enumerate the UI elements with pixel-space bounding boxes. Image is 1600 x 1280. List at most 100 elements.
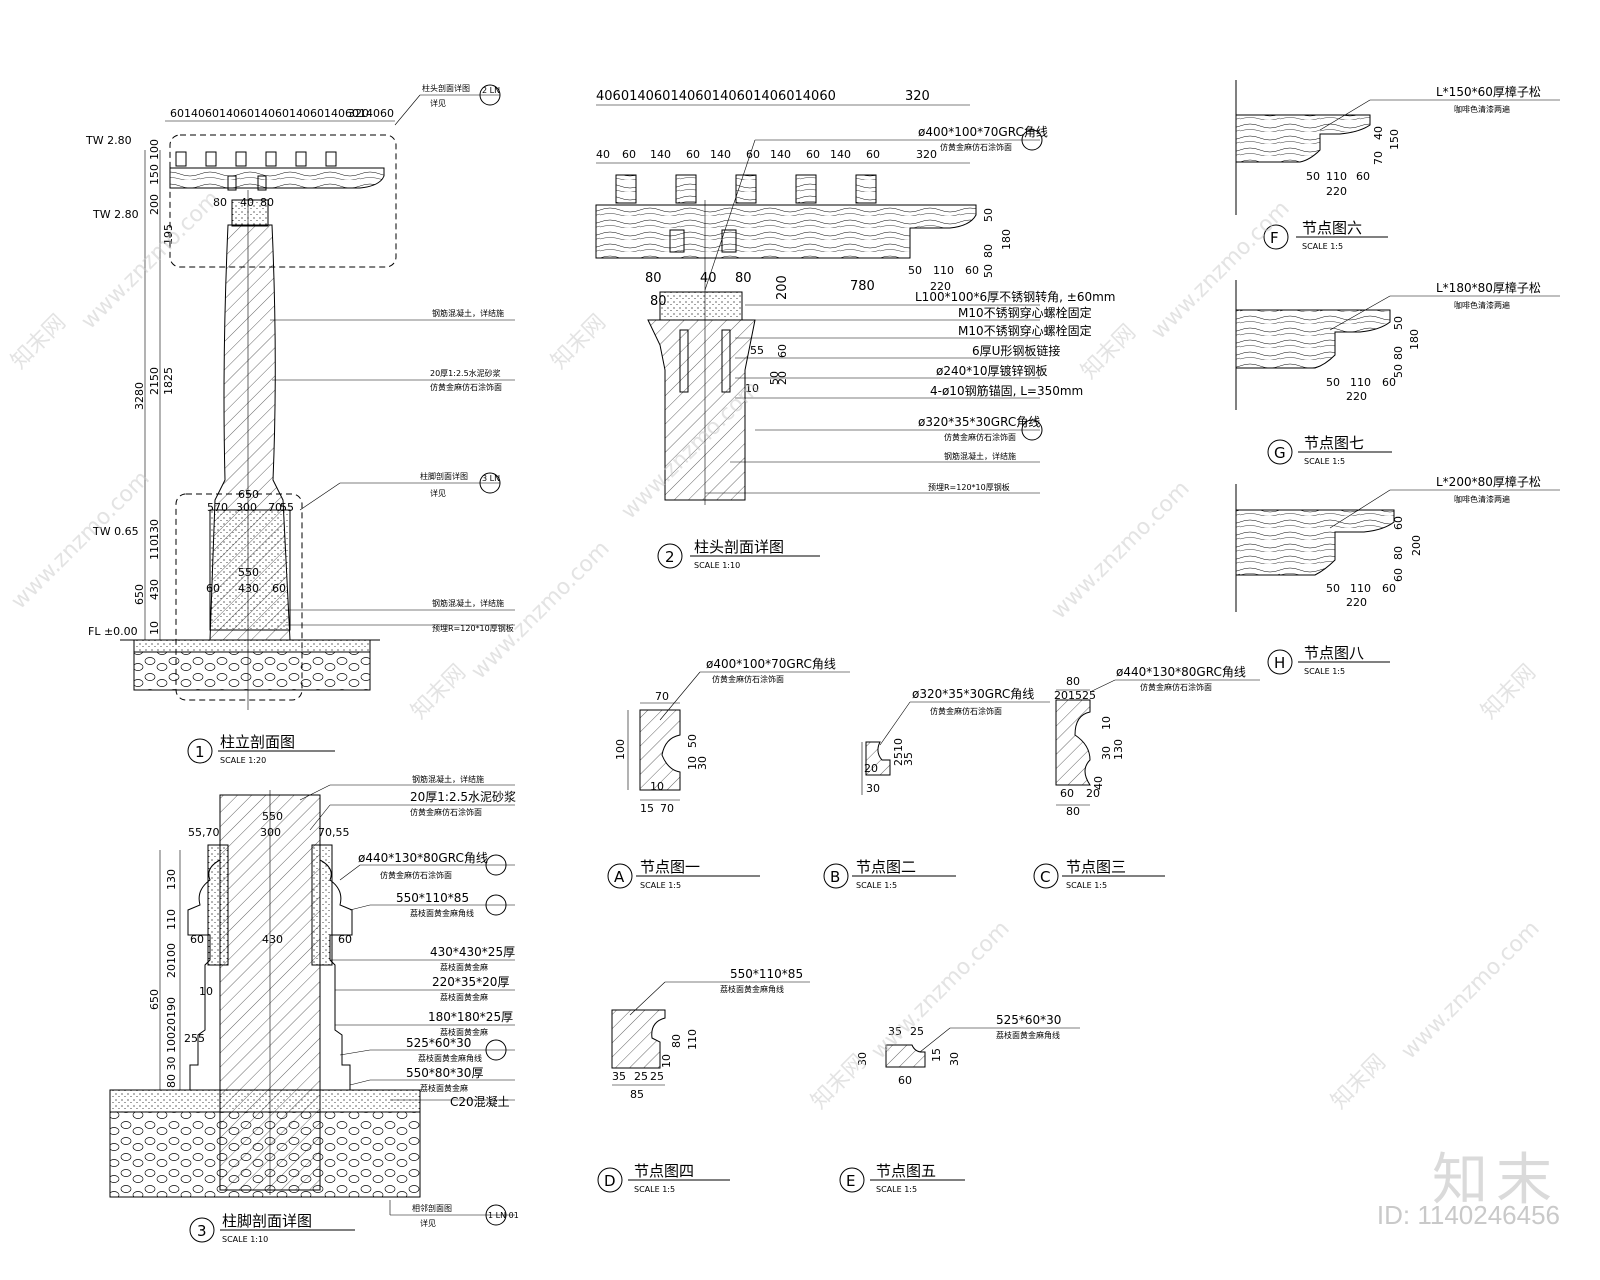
svg-text:110: 110 [1326,170,1347,183]
detail-b: 10 25 35 20 30 ø320*35*30GRC角线 仿黄金麻仿石涂饰面… [823,687,1050,890]
v1-callout-base: 柱脚剖面详图 [420,471,468,481]
v2-top-dims: 40601406014060140601406014060 [596,89,836,104]
svg-text:50: 50 [686,734,699,748]
v3-callout-bottom-ref: 1 LN 01 [488,1211,519,1220]
detail-d-note: 550*110*85 [730,967,803,981]
svg-text:20: 20 [1086,787,1100,800]
svg-text:30: 30 [696,756,709,770]
svg-text:55: 55 [750,344,764,357]
v2-dims-a: 50 110 60 220 [908,264,979,293]
svg-text:20100: 20100 [165,943,178,978]
svg-text:3280: 3280 [133,382,146,410]
detail-e-profile [885,1044,926,1068]
detail-d-profile [611,1009,666,1069]
svg-text:25: 25 [634,1070,648,1083]
svg-text:10020: 10020 [165,1018,178,1053]
v3-notes: 钢筋混凝土，详结施 20厚1:2.5水泥砂浆 仿黄金麻仿石涂饰面 ø440*13… [358,774,516,1109]
svg-text:550*80*30厚: 550*80*30厚 [406,1066,483,1080]
detail-b-dims: 10 25 35 20 30 [864,738,915,795]
detail-h-num: H [1274,654,1285,672]
svg-text:30: 30 [866,782,880,795]
svg-text:知末网: 知末网 [407,660,471,724]
view-3-column-base: 550 55,70 300 70,55 60 430 60 130 110 20… [109,774,519,1244]
svg-text:知末网: 知末网 [547,310,611,374]
svg-text:180: 180 [1408,329,1421,350]
svg-text:55,70: 55,70 [188,826,220,839]
svg-text:140: 140 [650,148,671,161]
v1-callout-head-sub: 详见 [430,98,446,108]
svg-text:220: 220 [930,280,951,293]
svg-text:40: 40 [596,148,610,161]
svg-text:80: 80 [1392,346,1405,360]
svg-text:60: 60 [206,582,220,595]
svg-text:70: 70 [268,501,282,514]
svg-text:130: 130 [165,869,178,890]
detail-c-note: ø440*130*80GRC角线 [1116,665,1246,679]
detail-e-note2: 荔枝面黄金麻角线 [996,1030,1060,1040]
v3-gravel [109,1111,421,1198]
svg-text:430: 430 [238,582,259,595]
watermark-brand: 知末 [1432,1148,1560,1213]
svg-text:20: 20 [1054,689,1068,702]
svg-text:25: 25 [910,1025,924,1038]
detail-e: 35 25 30 30 15 60 525*60*30 荔枝面黄金麻角线 E 节… [839,1013,1080,1194]
svg-text:4-ø10钢筋锚固, L=350mm: 4-ø10钢筋锚固, L=350mm [930,383,1083,398]
v1-callout-base-sub: 详见 [430,488,446,498]
view-1-column-section: 60140601406014060140601406014060 320 TW … [85,83,515,765]
svg-text:1825: 1825 [162,367,175,395]
svg-text:300: 300 [236,501,257,514]
detail-d-title: 节点图四 [634,1162,694,1180]
svg-text:110: 110 [686,1029,699,1050]
v1-note-2: 20厚1:2.5水泥砂浆 [430,368,501,378]
svg-text:80: 80 [213,196,227,209]
svg-text:70: 70 [1372,151,1385,165]
svg-text:110: 110 [148,539,161,560]
svg-text:140: 140 [830,148,851,161]
svg-text:60: 60 [1356,170,1370,183]
detail-c-num: C [1040,868,1050,886]
svg-text:150: 150 [1388,129,1401,150]
v3-scale: SCALE 1:10 [222,1235,268,1244]
svg-text:60: 60 [272,582,286,595]
svg-text:80: 80 [260,196,274,209]
svg-text:预埋R=120*10厚钢板: 预埋R=120*10厚钢板 [928,482,1010,492]
v3-title: 柱脚剖面详图 [222,1212,312,1230]
v1-vertical-dims: 3280 2150 1825 195 650 430 110 130 10 20… [133,139,175,635]
v3-profile-left [187,859,221,1090]
svg-text:110: 110 [933,264,954,277]
svg-text:80: 80 [645,271,662,286]
v1-beam [169,167,385,189]
svg-text:80: 80 [670,1034,683,1048]
v1-mid-dims: 80 40 80 650 570 300 70 55 550 60 430 60 [206,196,294,595]
svg-text:220: 220 [1326,185,1347,198]
svg-text:300: 300 [260,826,281,839]
svg-text:仿黄金麻仿石涂饰面: 仿黄金麻仿石涂饰面 [944,432,1016,442]
v1-note-3: 仿黄金麻仿石涂饰面 [430,382,502,392]
detail-h-note: L*200*80厚樟子松 [1436,474,1541,489]
svg-text:50: 50 [1392,316,1405,330]
svg-text:550: 550 [238,566,259,579]
svg-text:10: 10 [745,382,759,395]
svg-text:35: 35 [902,752,915,766]
svg-text:200: 200 [148,194,161,215]
svg-text:35: 35 [612,1070,626,1083]
svg-text:525*60*30: 525*60*30 [406,1036,471,1050]
svg-text:25: 25 [650,1070,664,1083]
detail-h-profile [1235,509,1395,576]
detail-f: 40 70 150 50 110 60 220 L*150*60厚樟子松 咖啡色… [1235,80,1560,251]
detail-e-scale: SCALE 1:5 [876,1185,917,1194]
svg-text:80: 80 [982,244,995,258]
detail-f-note2: 咖啡色清漆两遍 [1454,104,1510,114]
v2-rafters [615,174,877,204]
v1-head-callout-box [169,134,397,268]
svg-text:25: 25 [892,752,905,766]
svg-text:40: 40 [700,271,717,286]
svg-text:40: 40 [1092,776,1105,790]
svg-text:www.znzmo.com: www.znzmo.com [867,916,1015,1064]
v1-top-dims: 60140601406014060140601406014060 [170,107,394,120]
svg-text:60: 60 [1382,582,1396,595]
svg-text:60: 60 [622,148,636,161]
svg-text:50: 50 [908,264,922,277]
v1-level-4: FL ±0.00 [88,625,138,638]
